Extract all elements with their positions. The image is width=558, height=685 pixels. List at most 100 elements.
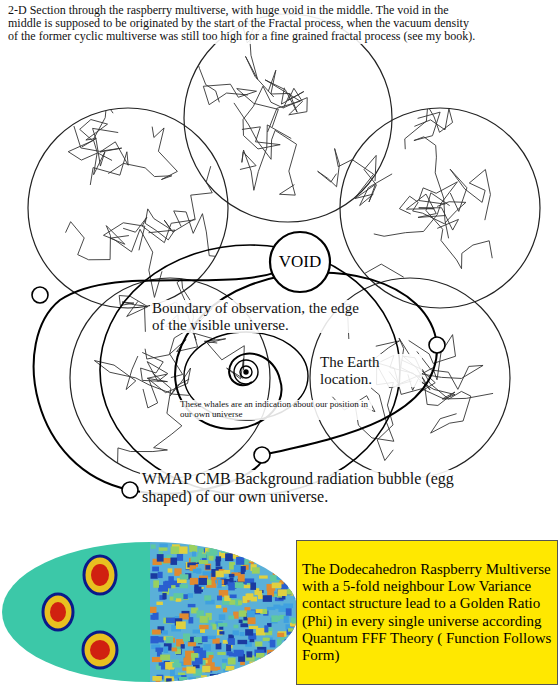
noise-cell [247, 610, 255, 618]
fractal-line [204, 339, 244, 379]
fractal-line [141, 55, 220, 103]
noise-cell [194, 587, 201, 594]
noise-cell [272, 583, 282, 589]
noise-cell [217, 673, 221, 679]
noise-cell [273, 670, 280, 674]
noise-cell [254, 680, 261, 685]
noise-cell [275, 666, 283, 673]
noise-cell [244, 677, 251, 684]
noise-cell [223, 608, 227, 613]
noise-cell [238, 640, 248, 644]
noise-cell [156, 680, 161, 684]
noise-cell [285, 659, 292, 663]
noise-cell [274, 664, 279, 670]
noise-cell [265, 560, 273, 563]
noise-cell [253, 557, 258, 563]
noise-cell [238, 600, 242, 604]
noise-cell [263, 638, 270, 641]
noise-cell [176, 598, 181, 601]
noise-cell [188, 604, 196, 607]
fractal-line [242, 86, 284, 149]
noise-cell [263, 595, 272, 602]
fractal-line [68, 120, 112, 161]
noise-cell [225, 679, 231, 685]
noise-cell [248, 553, 257, 560]
noise-cell [264, 674, 271, 681]
noise-cell [236, 557, 244, 565]
void-label: VOID [268, 252, 332, 272]
noise-cell [236, 674, 240, 680]
fractal-line [450, 169, 490, 220]
fractal-line [405, 106, 453, 149]
noise-cell [239, 610, 247, 616]
noise-cell [270, 652, 278, 658]
noise-cell [180, 584, 188, 588]
noise-cell [249, 661, 255, 666]
noise-cell [286, 657, 293, 662]
fractal-line [141, 352, 168, 381]
noise-cell [250, 582, 256, 589]
noise-cell [284, 554, 289, 562]
noise-cell [276, 553, 283, 557]
noise-cell [252, 549, 259, 553]
noise-cell [199, 650, 206, 658]
noise-cell [246, 651, 252, 657]
spiral-arm [229, 354, 280, 386]
noise-cell [151, 544, 156, 548]
noise-cell [205, 565, 210, 569]
noise-cell [256, 653, 265, 658]
noise-cell [277, 633, 284, 637]
noise-cell [234, 650, 244, 657]
noise-cell [260, 543, 268, 550]
noise-cell [284, 582, 294, 588]
cmb-spot-core [91, 564, 109, 586]
noise-cell [160, 544, 168, 548]
noise-cell [267, 557, 274, 565]
noise-cell [212, 638, 219, 643]
noise-cell [285, 639, 290, 642]
noise-cell [199, 625, 208, 629]
noise-cell [252, 567, 260, 573]
noise-cell [226, 644, 231, 651]
noise-cell [215, 556, 221, 561]
noise-cell [201, 675, 207, 680]
noise-cell [150, 636, 158, 643]
fractal-line [203, 84, 278, 127]
noise-cell [279, 549, 289, 556]
noise-cell [273, 555, 280, 562]
noise-cell [158, 585, 168, 592]
noise-cell [178, 546, 188, 553]
title-note: 2-D Section through the raspberry multiv… [6, 4, 480, 44]
noise-cell [267, 650, 276, 657]
noise-cell [275, 553, 282, 559]
noise-cell [262, 561, 267, 565]
noise-cell [267, 679, 271, 684]
noise-cell [284, 616, 289, 623]
spiral-arm [34, 262, 300, 494]
noise-cell [247, 593, 254, 600]
junction-circle [32, 287, 48, 303]
noise-cell [263, 672, 270, 675]
noise-cell [192, 552, 196, 557]
noise-cell [287, 589, 292, 594]
noise-cell [221, 546, 230, 553]
fractal-lines [66, 19, 494, 468]
noise-cell [216, 643, 222, 650]
noise-cell [241, 542, 250, 546]
noise-cell [271, 615, 278, 622]
noise-cell [153, 612, 159, 619]
noise-cell [224, 570, 231, 574]
earth-label: The Earth location. [318, 354, 422, 387]
noise-cell [206, 652, 213, 658]
noise-cell [233, 630, 239, 635]
noise-cell [260, 542, 266, 546]
noise-cell [217, 579, 224, 584]
noise-cell [204, 595, 211, 600]
petal-circle [340, 108, 540, 308]
noise-cell [280, 571, 289, 574]
fractal-line [355, 155, 392, 205]
fractal-line [74, 126, 128, 185]
noise-cell [288, 628, 296, 631]
noise-cell [269, 659, 279, 666]
noise-cell [164, 646, 168, 653]
